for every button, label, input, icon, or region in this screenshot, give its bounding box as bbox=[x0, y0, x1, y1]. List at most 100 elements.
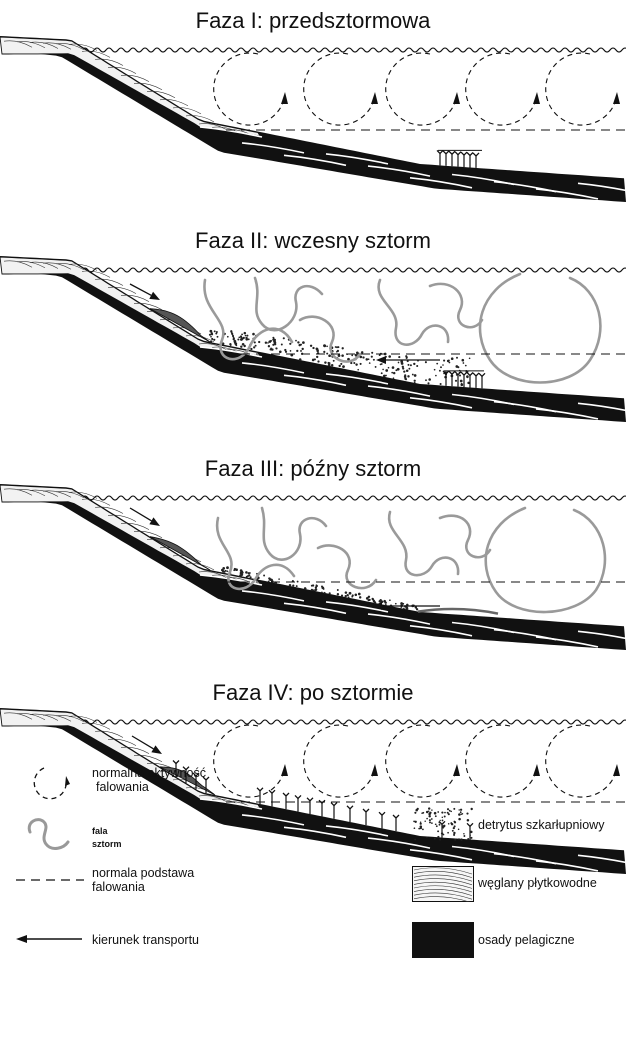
detritus-grain bbox=[454, 825, 456, 827]
detritus-grain bbox=[393, 372, 395, 374]
detritus-grain bbox=[458, 813, 461, 816]
detritus-grain bbox=[268, 345, 270, 347]
detritus-grain bbox=[238, 336, 240, 338]
detritus-grain bbox=[324, 361, 326, 363]
detritus-grain bbox=[453, 832, 455, 834]
detritus-grain bbox=[292, 585, 294, 587]
detritus-grain bbox=[429, 821, 431, 823]
crinoid-crown bbox=[295, 795, 301, 798]
detritus-grain bbox=[289, 584, 292, 587]
sea-surface bbox=[70, 496, 626, 500]
detritus-grain bbox=[408, 364, 410, 366]
crinoid-crown bbox=[449, 151, 455, 154]
detritus-grain bbox=[235, 344, 237, 346]
detritus-grain bbox=[352, 594, 354, 596]
detritus-grain bbox=[388, 367, 390, 369]
detritus-grain bbox=[448, 823, 450, 825]
detritus-grain bbox=[460, 838, 462, 840]
detritus-grain bbox=[230, 344, 232, 346]
wave-orbit-path bbox=[546, 53, 616, 125]
detritus-grain bbox=[289, 343, 291, 345]
detritus-grain bbox=[324, 592, 326, 594]
detritus-grain bbox=[463, 362, 465, 364]
detritus-grain bbox=[284, 349, 286, 351]
detritus-grain bbox=[381, 372, 383, 374]
crinoid bbox=[467, 373, 473, 388]
detritus-grain bbox=[470, 831, 473, 834]
detritus-grain bbox=[459, 375, 461, 377]
detritus-grain bbox=[460, 809, 462, 811]
detritus-grain bbox=[416, 608, 418, 610]
detritus-grain bbox=[406, 369, 409, 372]
legend-storm-line1: fala bbox=[92, 826, 122, 836]
detritus-grain bbox=[329, 592, 331, 594]
detritus-grain bbox=[447, 832, 449, 834]
detritus-grain bbox=[297, 341, 299, 343]
detritus-grain bbox=[341, 595, 343, 597]
detritus-grain bbox=[328, 354, 331, 357]
wave-orbit-1 bbox=[214, 53, 288, 125]
wave-orbit-arrowhead bbox=[371, 92, 378, 104]
detritus-grain bbox=[333, 360, 335, 362]
detritus-grain bbox=[406, 357, 408, 359]
detritus-grain bbox=[431, 809, 432, 810]
detritus-grain bbox=[361, 351, 363, 353]
detritus-grain bbox=[366, 358, 369, 361]
detritus-grain bbox=[349, 592, 352, 595]
detritus-grain bbox=[278, 578, 280, 580]
legend-transport: kierunek transportu bbox=[92, 933, 199, 947]
crinoid-crown bbox=[467, 373, 473, 376]
detritus-grain bbox=[216, 331, 218, 333]
crinoid bbox=[283, 793, 289, 809]
detritus-grain bbox=[335, 346, 337, 348]
detritus-grain bbox=[345, 591, 348, 594]
crinoid bbox=[449, 371, 455, 386]
detritus-grain bbox=[338, 355, 340, 357]
detritus-grain bbox=[249, 572, 251, 574]
detritus-grain bbox=[458, 838, 460, 840]
detritus-grain bbox=[391, 372, 393, 374]
legend-wave-activity-line2: falowania bbox=[92, 780, 206, 794]
detritus-grain bbox=[398, 362, 400, 364]
wave-orbit-arrowhead bbox=[453, 92, 460, 104]
detritus-grain bbox=[213, 339, 215, 341]
detritus-grain bbox=[439, 370, 441, 372]
crinoid bbox=[331, 803, 337, 819]
detritus-grain bbox=[440, 366, 442, 368]
detritus-grain bbox=[455, 380, 457, 382]
legend-wave-base: normala podstawa falowania bbox=[92, 866, 194, 894]
legend-wave-base-line2: falowania bbox=[92, 880, 194, 894]
crinoid-crown bbox=[461, 152, 467, 155]
crinoid-crown bbox=[449, 371, 455, 374]
detritus-grain bbox=[469, 357, 471, 359]
detritus-grain bbox=[408, 368, 410, 370]
detritus-grain bbox=[211, 333, 213, 335]
crinoid bbox=[307, 798, 313, 814]
crinoid bbox=[443, 151, 449, 166]
wave-orbit-5 bbox=[546, 725, 620, 797]
detritus-grain bbox=[436, 363, 438, 365]
detritus-grain bbox=[389, 599, 391, 601]
detritus-grain bbox=[310, 345, 312, 347]
legend-wave-activity-line1: normalna aktywność bbox=[92, 766, 206, 780]
detritus-grain bbox=[428, 807, 430, 809]
detritus-grain bbox=[413, 363, 415, 365]
phase-2-cross-section bbox=[0, 250, 626, 450]
crinoid bbox=[473, 153, 479, 168]
crinoid bbox=[363, 809, 369, 825]
detritus-grain bbox=[405, 355, 407, 357]
detritus-grain bbox=[392, 366, 395, 369]
crinoid-crown bbox=[173, 761, 179, 764]
detritus-grain bbox=[235, 568, 238, 571]
detritus-grain bbox=[300, 344, 302, 346]
detritus-grain bbox=[355, 363, 357, 365]
detritus-grain bbox=[317, 360, 319, 362]
detritus-grain bbox=[416, 365, 418, 367]
detritus-grain bbox=[248, 338, 250, 340]
detritus-grain bbox=[272, 339, 274, 341]
crinoid-crown bbox=[363, 809, 369, 812]
detritus-grain bbox=[414, 380, 416, 382]
detritus-grain bbox=[245, 571, 248, 574]
detritus-grain bbox=[296, 350, 298, 352]
detritus-grain bbox=[240, 346, 242, 348]
